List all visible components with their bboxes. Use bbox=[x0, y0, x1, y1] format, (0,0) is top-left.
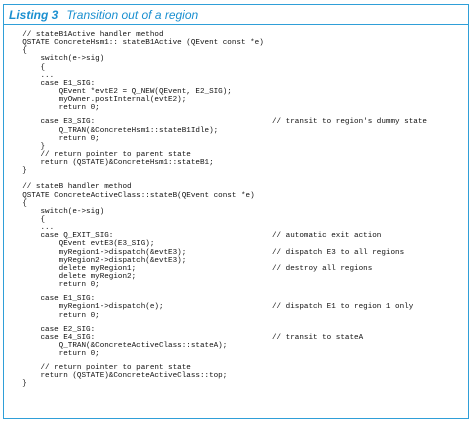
code-line: case E2_SIG: bbox=[4, 326, 468, 334]
code-text: case E1_SIG: bbox=[4, 79, 96, 88]
code-text: return (QSTATE)&ConcreteHsm1::stateB1; bbox=[4, 159, 214, 168]
code-text: { bbox=[4, 199, 27, 208]
code-text: case E1_SIG: bbox=[4, 295, 96, 304]
listing-title-bar: Listing 3 Transition out of a region bbox=[4, 5, 468, 25]
code-line: myOwner.postInternal(evtE2); bbox=[4, 96, 468, 104]
code-comment: // transit to region's dummy state bbox=[272, 118, 427, 127]
code-text: ... bbox=[4, 224, 55, 233]
code-line: Q_TRAN(&ConcreteActiveClass::stateA); bbox=[4, 342, 468, 350]
code-text: ... bbox=[4, 71, 55, 80]
code-text: myRegion2->dispatch(&evtE3); bbox=[4, 256, 187, 265]
code-line: { bbox=[4, 64, 468, 72]
code-line: switch(e->sig) bbox=[4, 208, 468, 216]
code-line: } bbox=[4, 143, 468, 151]
listing-frame: Listing 3 Transition out of a region // … bbox=[3, 4, 469, 419]
code-line: QEvent evtE3(E3_SIG); bbox=[4, 240, 468, 248]
code-line: { bbox=[4, 216, 468, 224]
code-line: return 0; bbox=[4, 312, 468, 320]
code-text: QSTATE ConcreteActiveClass::stateB(QEven… bbox=[4, 191, 255, 200]
code-comment: // dispatch E1 to region 1 only bbox=[272, 303, 414, 312]
code-text: { bbox=[4, 63, 46, 72]
code-text: delete myRegion1; bbox=[4, 264, 137, 273]
code-text: QEvent *evtE2 = Q_NEW(QEvent, E2_SIG); bbox=[4, 87, 232, 96]
code-comment: // dispatch E3 to all regions bbox=[272, 248, 405, 257]
code-line: return (QSTATE)&ConcreteActiveClass::top… bbox=[4, 372, 468, 380]
code-text: // return pointer to parent state bbox=[4, 150, 191, 159]
code-text: return 0; bbox=[4, 104, 100, 113]
code-line: myRegion1->dispatch(e); // dispatch E1 to… bbox=[4, 303, 468, 311]
code-comment: // destroy all regions bbox=[272, 264, 373, 273]
code-line: // return pointer to parent state bbox=[4, 364, 468, 372]
code-line: switch(e->sig) bbox=[4, 55, 468, 63]
code-line: case E3_SIG: // transit to region's dummy… bbox=[4, 118, 468, 126]
code-text: // stateB1Active handler method bbox=[4, 31, 164, 39]
code-line: return (QSTATE)&ConcreteHsm1::stateB1; bbox=[4, 159, 468, 167]
code-text: case E3_SIG: bbox=[4, 118, 96, 127]
code-line: // return pointer to parent state bbox=[4, 151, 468, 159]
code-line: return 0; bbox=[4, 350, 468, 358]
code-line: } bbox=[4, 167, 468, 175]
code-blank-line bbox=[4, 175, 468, 183]
code-line: delete myRegion2; bbox=[4, 273, 468, 281]
code-line: // stateB handler method bbox=[4, 183, 468, 191]
code-line: { bbox=[4, 47, 468, 55]
code-text: return 0; bbox=[4, 311, 100, 320]
code-line: } bbox=[4, 380, 468, 388]
code-line: myRegion2->dispatch(&evtE3); bbox=[4, 257, 468, 265]
code-text: QSTATE ConcreteHsm1:: stateB1Active (QEv… bbox=[4, 39, 264, 48]
code-text: return 0; bbox=[4, 281, 100, 290]
code-line: QSTATE ConcreteActiveClass::stateB(QEven… bbox=[4, 192, 468, 200]
code-text: } bbox=[4, 380, 27, 389]
code-line: // stateB1Active handler method bbox=[4, 31, 468, 39]
code-comment: // automatic exit action bbox=[272, 232, 382, 241]
code-text: case E2_SIG: bbox=[4, 325, 96, 334]
code-text: QEvent evtE3(E3_SIG); bbox=[4, 240, 155, 249]
code-line: Q_TRAN(&ConcreteHsm1::stateB1Idle); bbox=[4, 127, 468, 135]
code-block: // stateB1Active handler method QSTATE C… bbox=[4, 31, 468, 389]
code-line: case E1_SIG: bbox=[4, 80, 468, 88]
listing-title: Transition out of a region bbox=[66, 7, 199, 22]
code-line: { bbox=[4, 200, 468, 208]
code-text: } bbox=[4, 142, 46, 151]
code-line: case E1_SIG: bbox=[4, 295, 468, 303]
code-text: switch(e->sig) bbox=[4, 207, 105, 216]
code-text: { bbox=[4, 47, 27, 56]
code-comment: // transit to stateA bbox=[272, 333, 364, 342]
code-line: case Q_EXIT_SIG: // automatic exit action bbox=[4, 232, 468, 240]
code-line: delete myRegion1; // destroy all regions bbox=[4, 265, 468, 273]
code-line: return 0; bbox=[4, 135, 468, 143]
code-line: ... bbox=[4, 72, 468, 80]
code-line: return 0; bbox=[4, 281, 468, 289]
code-line: ... bbox=[4, 224, 468, 232]
code-line: QSTATE ConcreteHsm1:: stateB1Active (QEv… bbox=[4, 39, 468, 47]
code-text: } bbox=[4, 167, 27, 176]
code-text: // stateB handler method bbox=[4, 183, 132, 192]
code-text: myOwner.postInternal(evtE2); bbox=[4, 96, 187, 105]
code-text: // return pointer to parent state bbox=[4, 364, 191, 373]
code-line: myRegion1->dispatch(&evtE3); // dispatch … bbox=[4, 249, 468, 257]
listing-label: Listing 3 bbox=[9, 7, 59, 22]
code-text: Q_TRAN(&ConcreteActiveClass::stateA); bbox=[4, 341, 228, 350]
code-text: case E4_SIG: bbox=[4, 333, 96, 342]
code-text: Q_TRAN(&ConcreteHsm1::stateB1Idle); bbox=[4, 126, 219, 135]
code-text: return 0; bbox=[4, 350, 100, 359]
code-text: delete myRegion2; bbox=[4, 272, 137, 281]
code-text: return (QSTATE)&ConcreteActiveClass::top… bbox=[4, 372, 228, 381]
code-text: myRegion1->dispatch(e); bbox=[4, 303, 164, 312]
code-text: case Q_EXIT_SIG: bbox=[4, 232, 114, 241]
code-line: QEvent *evtE2 = Q_NEW(QEvent, E2_SIG); bbox=[4, 88, 468, 96]
code-text: return 0; bbox=[4, 134, 100, 143]
code-text: myRegion1->dispatch(&evtE3); bbox=[4, 248, 187, 257]
code-text: { bbox=[4, 215, 46, 224]
code-text: switch(e->sig) bbox=[4, 55, 105, 64]
code-line: case E4_SIG: // transit to stateA bbox=[4, 334, 468, 342]
code-line: return 0; bbox=[4, 104, 468, 112]
